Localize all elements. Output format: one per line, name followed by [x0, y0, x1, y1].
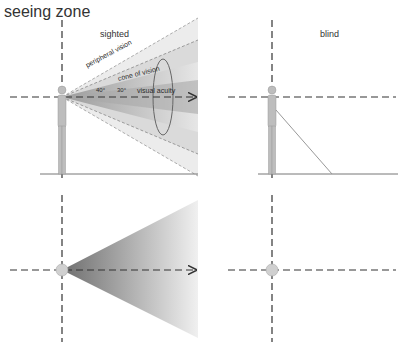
- blind-top-view: [228, 195, 396, 342]
- panel-heading: sighted: [100, 30, 129, 39]
- panel-heading: blind: [320, 30, 339, 39]
- angle-label: 40°: [96, 87, 105, 93]
- blind-side-view: [228, 20, 398, 178]
- sighted-top-view: [10, 195, 198, 342]
- diagram-title: seeing zone: [4, 4, 90, 20]
- angle-label: 30°: [117, 87, 126, 93]
- sighted-side-view: [10, 18, 198, 178]
- zone-label: visual acuity: [137, 87, 175, 94]
